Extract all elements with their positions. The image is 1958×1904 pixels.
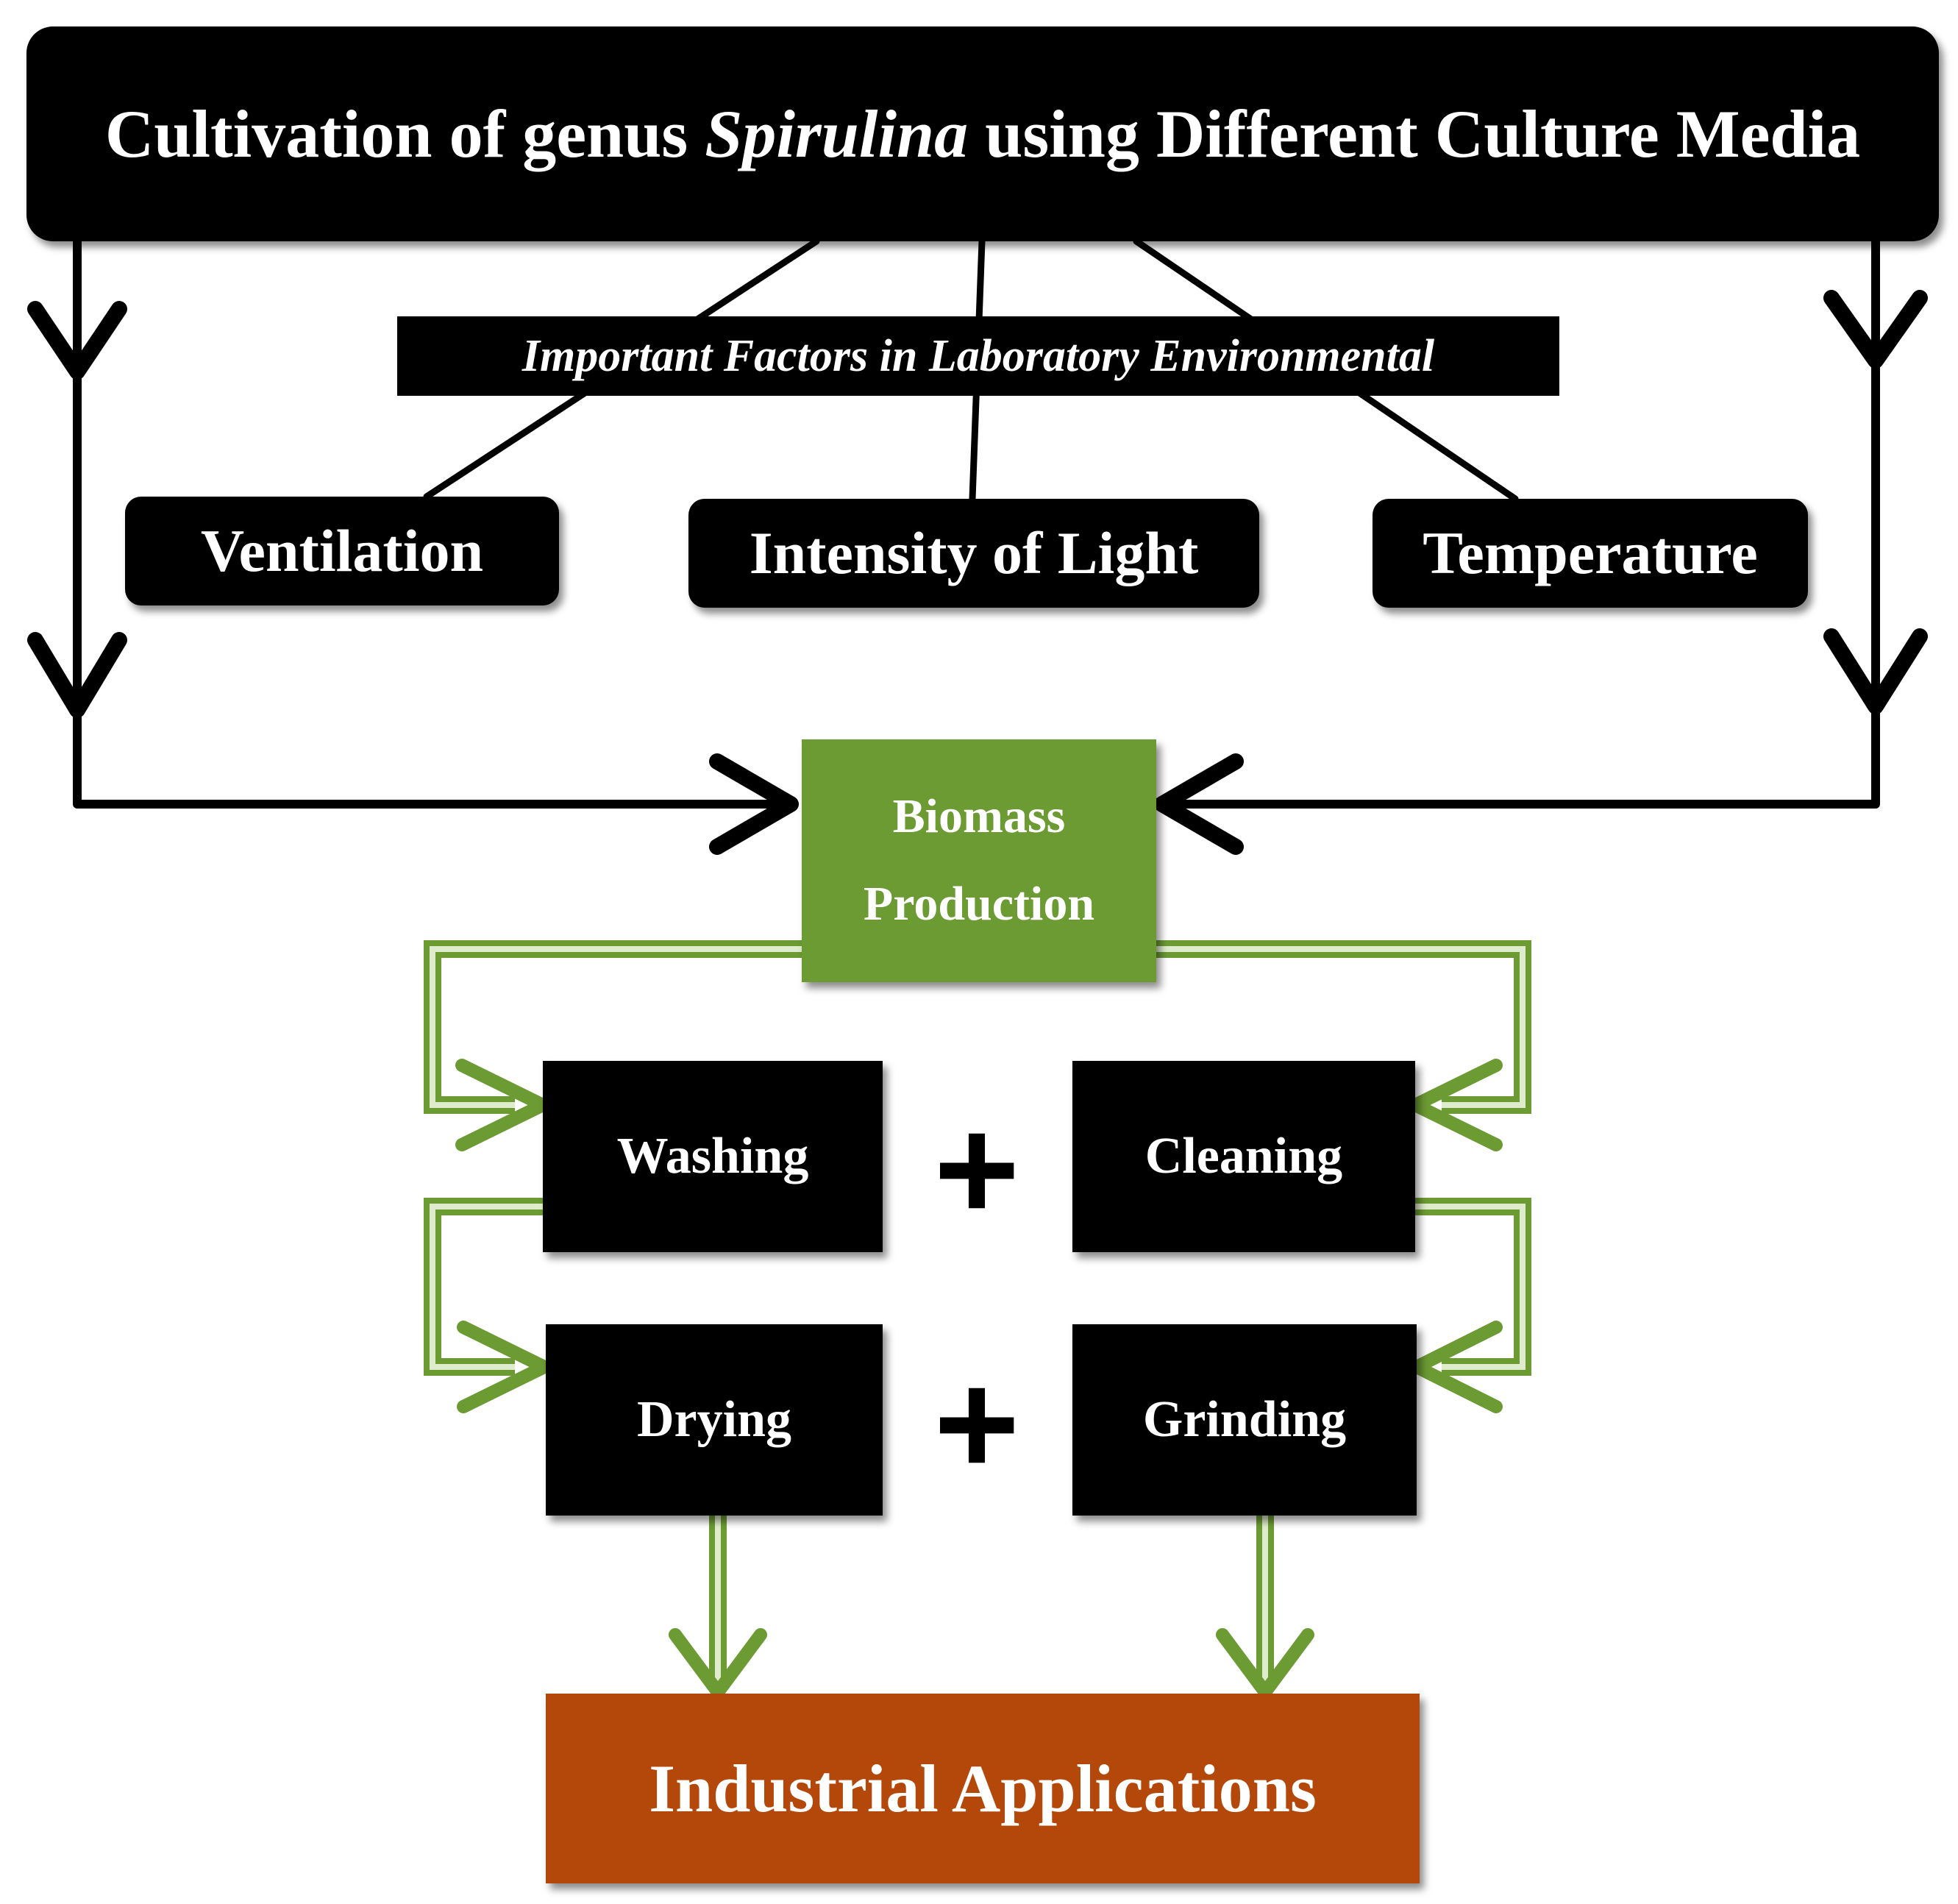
title-suffix: using Different Culture Media: [985, 96, 1861, 171]
light-intensity-label: Intensity of Light: [749, 519, 1199, 586]
factors-label: Important Factors in Laboratory Environm…: [521, 330, 1435, 381]
green-arrowhead-grinding: [1401, 1321, 1503, 1413]
biomass-label-line1: Biomass: [892, 789, 1066, 844]
ventilation-label: Ventilation: [200, 517, 484, 584]
drying-label: Drying: [637, 1391, 791, 1448]
temperature-label: Temperature: [1423, 519, 1758, 586]
green-arrowhead-industrial-right: [1216, 1628, 1314, 1704]
grinding-label: Grinding: [1142, 1391, 1347, 1448]
cleaning-box: Cleaning: [1072, 1061, 1415, 1252]
industrial-applications-label: Industrial Applications: [649, 1751, 1317, 1826]
title-prefix: Cultivation of genus: [104, 96, 688, 171]
title-genus: Spirulina: [705, 96, 969, 171]
title-box: Cultivation of genus Spirulina using Dif…: [26, 26, 1939, 241]
green-arrowhead-drying: [457, 1321, 560, 1413]
drying-box: Drying: [546, 1324, 883, 1516]
washing-box: Washing: [543, 1061, 883, 1252]
washing-label: Washing: [616, 1128, 809, 1184]
right-chevron-1: [1823, 290, 1928, 369]
title-text: Cultivation of genus Spirulina using Dif…: [105, 95, 1860, 173]
left-chevron-1: [27, 301, 127, 380]
left-flow-line: [73, 237, 784, 809]
green-arrowhead-industrial-left: [669, 1628, 767, 1704]
temperature-box: Temperature: [1373, 499, 1808, 608]
left-arrowhead: [709, 753, 799, 855]
right-arrowhead: [1154, 753, 1244, 855]
right-chevron-2: [1823, 628, 1928, 714]
left-chevron-2: [27, 632, 127, 718]
right-flow-line: [1172, 237, 1880, 809]
grinding-box: Grinding: [1072, 1324, 1417, 1516]
biomass-label-line2: Production: [863, 877, 1095, 931]
plus-icon: +: [933, 1087, 1020, 1251]
biomass-production-box: Biomass Production: [802, 739, 1156, 982]
green-arrowhead-cleaning: [1400, 1059, 1503, 1151]
plus-icon: +: [933, 1342, 1020, 1506]
cleaning-label: Cleaning: [1144, 1128, 1343, 1184]
industrial-applications-box: Industrial Applications: [546, 1694, 1420, 1883]
factors-label-box: Important Factors in Laboratory Environm…: [397, 316, 1559, 396]
light-intensity-box: Intensity of Light: [688, 499, 1259, 608]
ventilation-box: Ventilation: [125, 497, 559, 605]
